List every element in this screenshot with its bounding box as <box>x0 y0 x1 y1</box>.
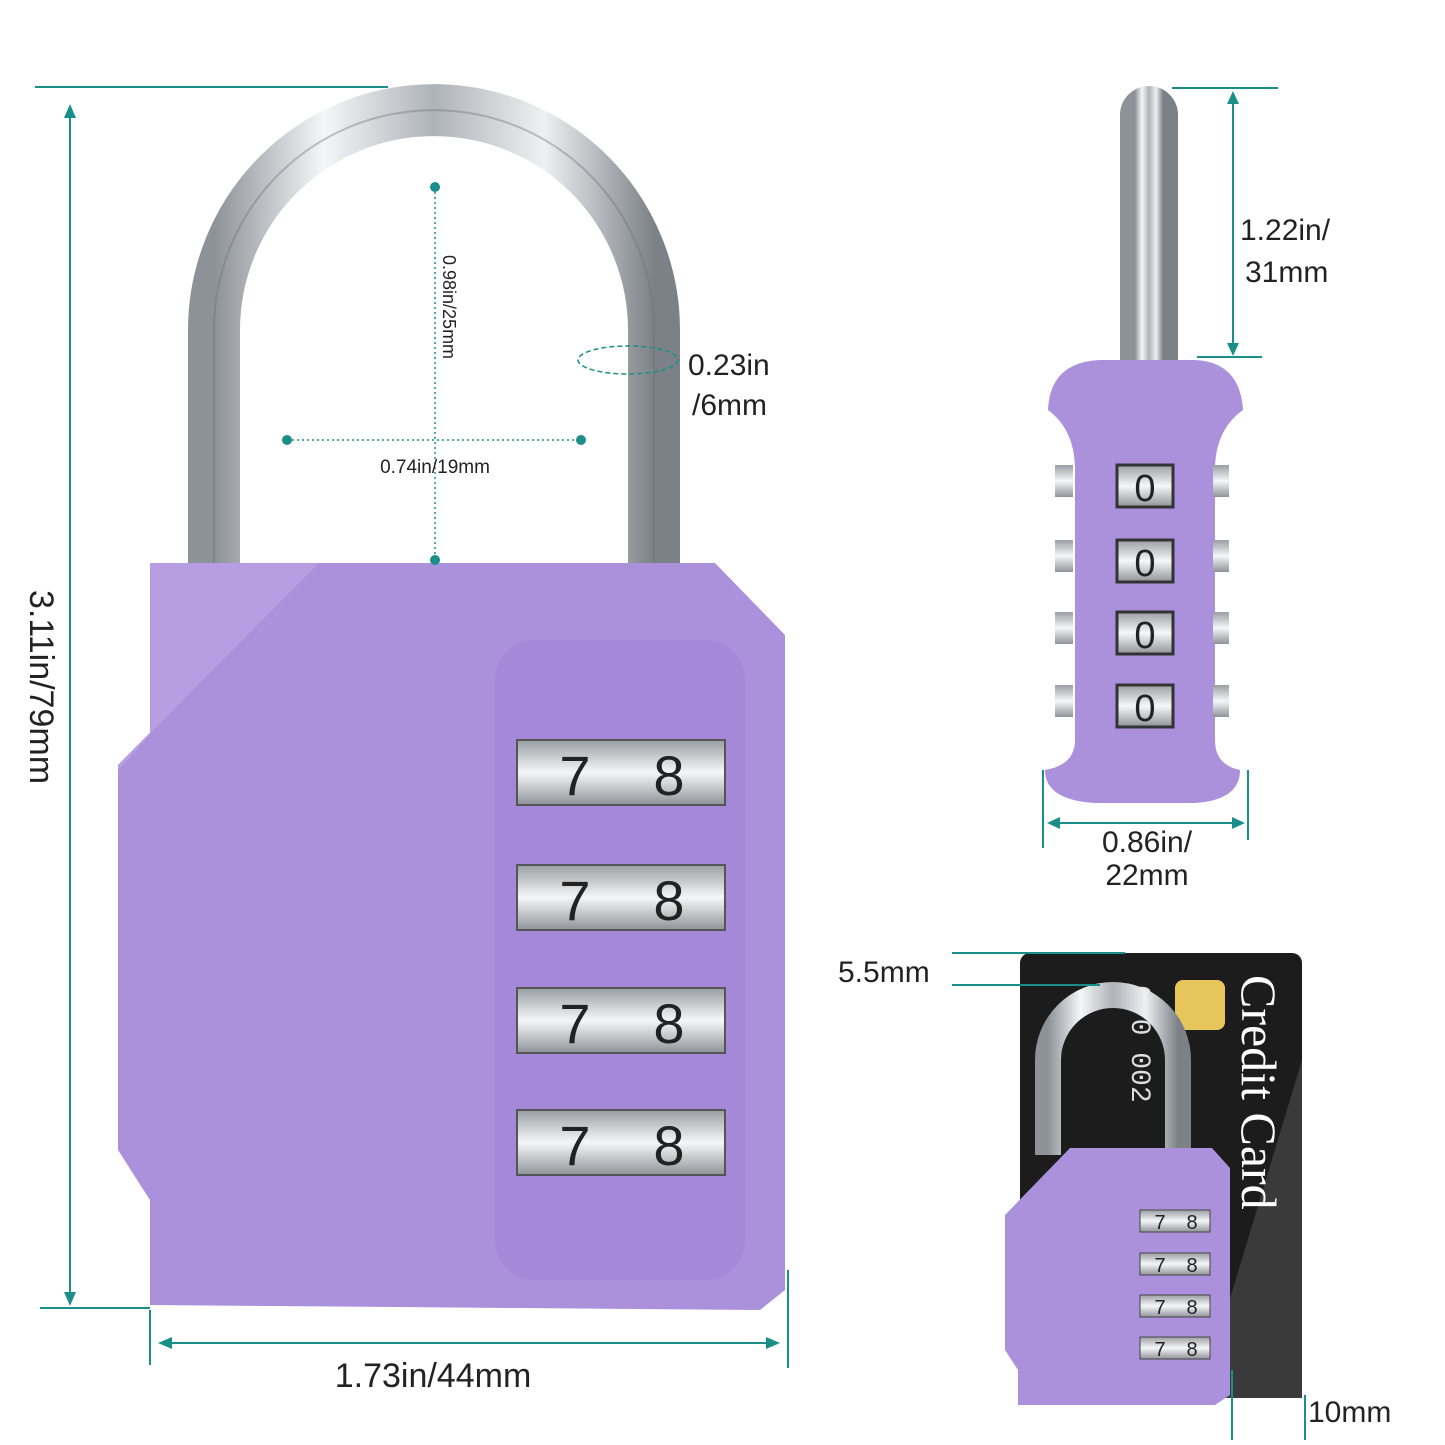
svg-text:7: 7 <box>1154 1212 1165 1234</box>
svg-text:0: 0 <box>1134 468 1155 510</box>
svg-text:/6mm: /6mm <box>692 389 767 422</box>
svg-text:8: 8 <box>653 869 684 932</box>
svg-text:7: 7 <box>559 744 590 807</box>
svg-text:8: 8 <box>1186 1297 1197 1319</box>
svg-text:7: 7 <box>559 869 590 932</box>
side-padlock: 0 0 0 0 1.22in/ 31mm 0.86in/ 22mm <box>1042 86 1331 892</box>
dial-row[interactable]: 7 8 <box>516 1109 726 1177</box>
dial-row[interactable]: 7 8 <box>516 864 726 932</box>
depth-label: 0.86in/ <box>1102 826 1193 859</box>
svg-text:7: 7 <box>559 1114 590 1177</box>
shackle <box>188 84 680 570</box>
card-text: Credit Card <box>1231 975 1287 1210</box>
dial-column: 7 8 7 8 7 8 7 8 <box>516 739 726 1177</box>
shackle <box>1120 86 1178 365</box>
dial-row[interactable]: 7 8 <box>516 987 726 1055</box>
svg-text:0: 0 <box>1134 543 1155 585</box>
height-label: 3.11in/79mm <box>22 590 60 784</box>
svg-text:8: 8 <box>653 992 684 1055</box>
svg-text:7: 7 <box>559 992 590 1055</box>
svg-text:7: 7 <box>1154 1297 1165 1319</box>
svg-text:7: 7 <box>1154 1255 1165 1277</box>
shackle <box>1035 982 1191 1155</box>
depth-label: 10mm <box>1308 1396 1391 1429</box>
svg-text:8: 8 <box>653 1114 684 1177</box>
shackle-height-label: 1.22in/ <box>1240 214 1331 247</box>
shackle-width-label: 0.74in/19mm <box>380 457 490 478</box>
svg-text:31mm: 31mm <box>1245 256 1328 289</box>
main-padlock: 7 8 7 8 7 8 7 8 <box>118 84 785 1310</box>
svg-text:8: 8 <box>653 744 684 807</box>
chip-icon <box>1175 980 1225 1030</box>
svg-text:22mm: 22mm <box>1105 859 1188 892</box>
svg-text:8: 8 <box>1186 1339 1197 1361</box>
svg-text:0: 0 <box>1134 688 1155 730</box>
width-label: 1.73in/44mm <box>335 1357 532 1395</box>
main-dimensions: 3.11in/79mm 1.73in/44mm 0.98in/25mm 0.74… <box>22 86 789 1395</box>
svg-text:8: 8 <box>1186 1255 1197 1277</box>
svg-text:8: 8 <box>1186 1212 1197 1234</box>
svg-text:7: 7 <box>1154 1339 1165 1361</box>
side-dials: 0 0 0 0 <box>1055 463 1229 730</box>
svg-text:0: 0 <box>1134 615 1155 657</box>
shackle-diameter-label: 0.23in <box>688 349 770 382</box>
thickness-label: 5.5mm <box>838 956 930 989</box>
shackle-clearance-label: 0.98in/25mm <box>439 255 459 359</box>
dial-row[interactable]: 7 8 <box>516 739 726 807</box>
